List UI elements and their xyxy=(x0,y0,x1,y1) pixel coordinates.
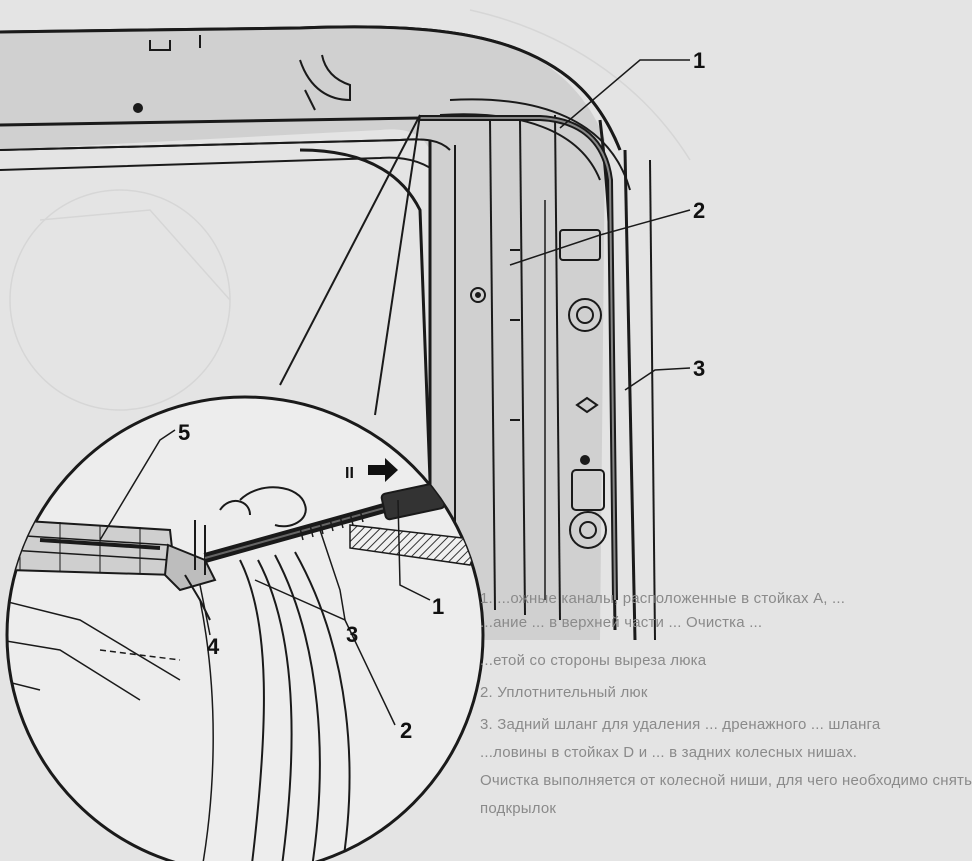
callout-1: 1 xyxy=(693,48,705,73)
caption-line-7: Очистка выполняется от колесной ниши, дл… xyxy=(480,772,972,789)
caption-line-1: 1. ...ожные каналы, расположенные в стой… xyxy=(480,590,846,607)
direction-arrow: II xyxy=(345,458,398,482)
caption-line-2: ...ание ... в верхней части ... Очистка … xyxy=(480,614,763,631)
callout-2: 2 xyxy=(693,198,705,223)
background-faint-shapes xyxy=(9,9,691,411)
drain-hose-main xyxy=(420,115,618,601)
callout-1-detail: 1 xyxy=(432,594,444,619)
caption-line-4: 2. Уплотнительный люк xyxy=(480,684,648,701)
direction-marker-label: II xyxy=(345,465,354,482)
zoom-cone xyxy=(279,114,421,416)
callout-3: 3 xyxy=(693,356,705,381)
leader-lines xyxy=(99,59,691,726)
detail-view xyxy=(5,395,485,861)
callout-5-detail: 5 xyxy=(178,420,190,445)
sunroof-drain-diagram: II 1 2 3 1 2 3 4 5 xyxy=(0,9,705,861)
callout-2-detail: 2 xyxy=(400,718,412,743)
caption-line-3: ...етой со стороны выреза люка xyxy=(480,652,707,669)
callout-4-detail: 4 xyxy=(207,634,220,659)
caption-line-8: подкрылок xyxy=(480,800,557,817)
callout-3-detail: 3 xyxy=(346,622,358,647)
callout-labels: 1 2 3 1 2 3 4 5 xyxy=(178,48,705,743)
caption-line-5: 3. Задний шланг для удаления ... дренажн… xyxy=(480,716,881,733)
caption-line-6: ...ловины в стойках D и ... в задних кол… xyxy=(480,744,858,761)
